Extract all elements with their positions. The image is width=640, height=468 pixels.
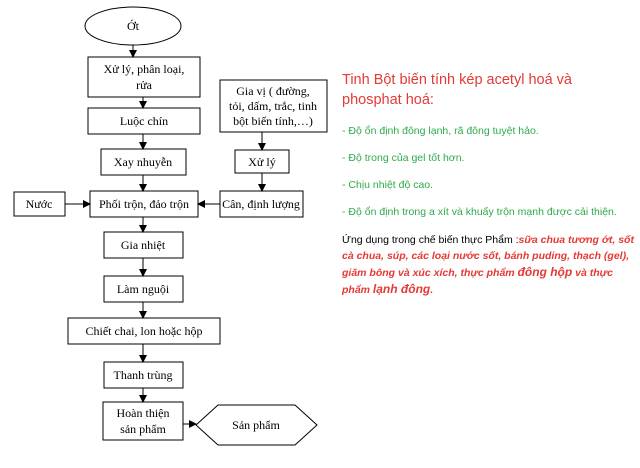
bottle-label: Chiết chai, lon hoặc hộp xyxy=(86,324,203,338)
weigh-label: Cân, định lượng xyxy=(222,197,300,211)
application-foods-mid: và thực phẩm xyxy=(342,267,613,296)
note-bullet: - Độ trong của gel tốt hơn. xyxy=(342,152,465,164)
application-foods-bold: lạnh đông xyxy=(372,282,431,296)
mix-label: Phối trộn, đảo trộn xyxy=(99,197,189,211)
application-text: Ứng dụng trong chế biến thực Phẩm :sữa c… xyxy=(342,232,634,298)
spice-process-label: Xử lý xyxy=(248,155,276,169)
starch-notes: Tinh Bột biến tính kép acetyl hoá và pho… xyxy=(342,70,634,298)
notes-title: Tinh Bột biến tính kép acetyl hoá và pho… xyxy=(342,72,572,108)
note-bullet: - Độ ổn định trong a xít và khuấy trộn m… xyxy=(342,206,617,218)
heat-label: Gia nhiệt xyxy=(121,238,166,252)
start-label: Ớt xyxy=(127,19,140,33)
spices-label-2: tỏi, dấm, trắc, tinh xyxy=(229,99,317,113)
process-label-1: Xử lý, phân loại, xyxy=(104,62,185,76)
finish-label-1: Hoàn thiện xyxy=(117,406,170,420)
box-spices xyxy=(219,79,328,133)
note-bullet: - Chịu nhiệt độ cao. xyxy=(342,179,434,191)
application-foods: sữa chua tương ớt, sốt cà chua, súp, các… xyxy=(342,234,634,279)
finish-label-2: sản phẩm xyxy=(120,422,166,436)
sterilize-label: Thanh trùng xyxy=(114,368,173,382)
spices-label-1: Gia vị ( đường, xyxy=(236,84,310,98)
application-foods-bold: đông hộp xyxy=(517,265,573,279)
product-label: Sản phẩm xyxy=(232,418,280,432)
spices-label-3: bột biến tính,…) xyxy=(233,114,313,128)
product-hexagon xyxy=(195,404,318,446)
cool-label: Làm nguội xyxy=(117,282,170,296)
flowchart: Ớt Xử lý, phân loại, rửa Luộc chín Xay n… xyxy=(13,6,328,446)
boil-label: Luộc chín xyxy=(120,114,168,128)
application-prefix: Ứng dụng trong chế biến thực Phẩm : xyxy=(342,234,519,246)
box-process xyxy=(87,56,201,98)
water-label: Nước xyxy=(26,197,53,211)
puree-label: Xay nhuyễn xyxy=(114,155,172,169)
process-label-2: rửa xyxy=(136,78,153,92)
note-bullet: - Độ ổn định đông lạnh, rã đông tuyệt hả… xyxy=(342,125,539,137)
application-end: . xyxy=(430,284,434,296)
